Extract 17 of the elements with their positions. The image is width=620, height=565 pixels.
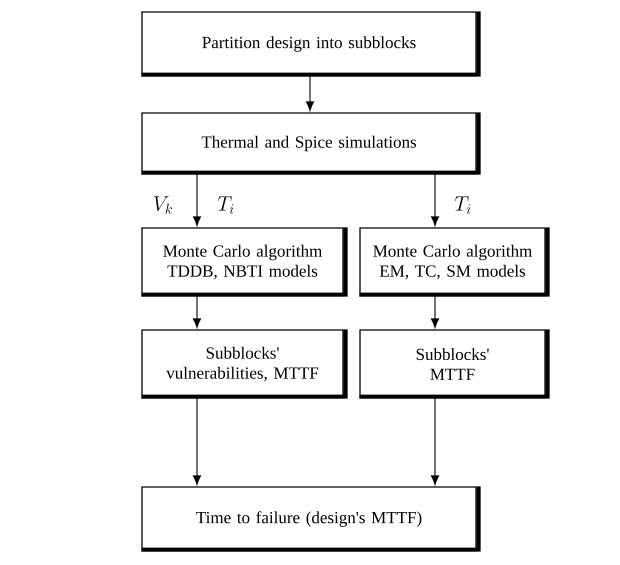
process-box: Monte Carlo algorithm TDDB, NBTI models — [141, 227, 348, 297]
process-box: Subblocks' vulnerabilities, MTTF — [141, 329, 348, 399]
arrow — [192, 292, 202, 328]
arrow — [306, 72, 314, 111]
arrow — [430, 170, 440, 226]
arrow — [430, 394, 440, 485]
process-box: Subblocks' MTTF — [359, 329, 550, 399]
process-box: Monte Carlo algorithm EM, TC, SM models — [359, 227, 550, 297]
signal-label: $T_{i}$ — [218, 196, 234, 214]
process-box: Time to failure (design's MTTF) — [141, 486, 481, 552]
arrow — [192, 170, 202, 226]
arrow — [192, 394, 202, 485]
process-box: Partition design into subblocks — [141, 11, 481, 77]
signal-label: $V_{k}$ — [154, 196, 172, 214]
signal-label: $T_{i}$ — [454, 196, 470, 214]
process-box: Thermal and Spice simulations — [141, 112, 481, 175]
arrow — [430, 292, 440, 328]
